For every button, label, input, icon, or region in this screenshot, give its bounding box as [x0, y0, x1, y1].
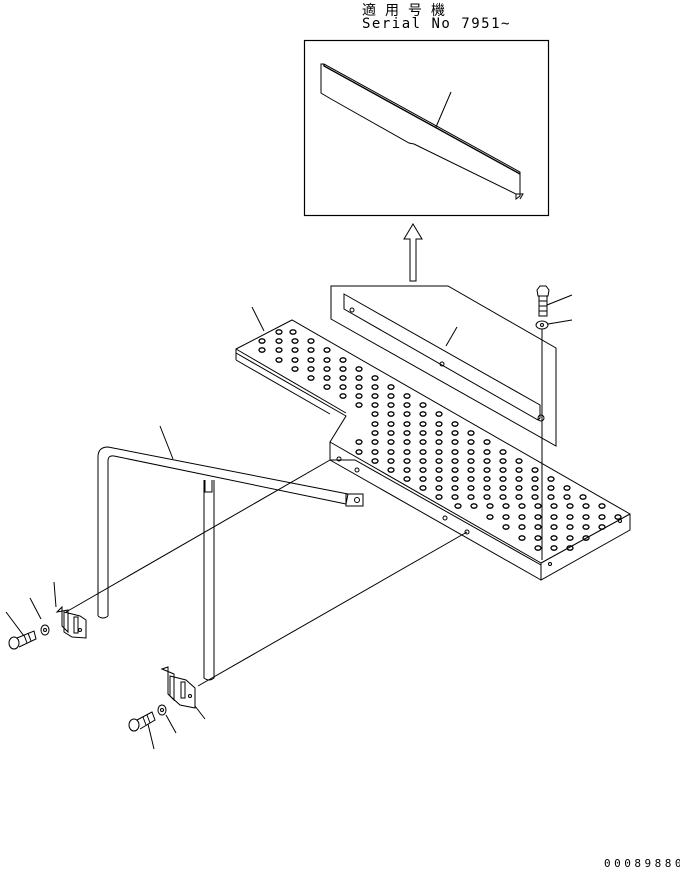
- figure-number: 00089880: [604, 857, 680, 870]
- serial-range-label: Serial No 7951~: [362, 16, 511, 32]
- up-arrow: [403, 223, 423, 282]
- bracket-right: [160, 666, 206, 720]
- bolt-left: [5, 611, 37, 650]
- step-plate: [235, 306, 631, 581]
- bracket-left: [53, 581, 87, 639]
- handrail-leader-line: [159, 425, 174, 460]
- guard-plate: [330, 285, 557, 447]
- perforation-holes: [258, 329, 622, 551]
- inset-guard-plate: [320, 63, 524, 200]
- washer-left: [29, 597, 50, 636]
- bolt-top: [536, 285, 573, 317]
- inset-leader-line: [435, 91, 452, 128]
- construction-lines: [65, 459, 468, 687]
- inset-box: [303, 39, 550, 217]
- applicability-label: 適用号機: [362, 3, 454, 19]
- washer-right: [157, 704, 177, 734]
- washer-top: [535, 319, 573, 560]
- bolt-right: [128, 711, 156, 750]
- step-plate-leader-line: [251, 306, 265, 332]
